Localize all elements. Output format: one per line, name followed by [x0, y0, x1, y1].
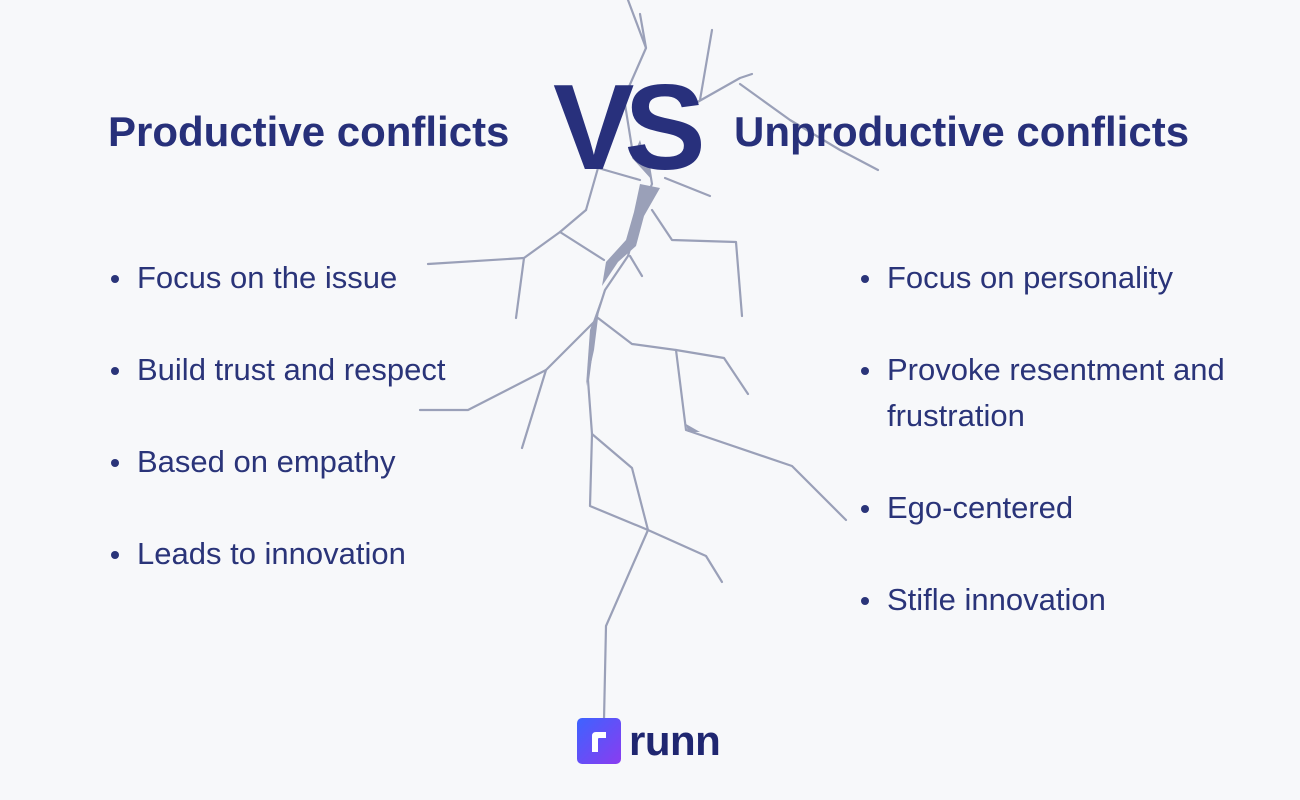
list-item: Based on empathy — [108, 439, 468, 485]
productive-conflicts-title: Productive conflicts — [108, 108, 510, 155]
list-item: Stifle innovation — [858, 577, 1248, 623]
vs-label: VS — [553, 59, 706, 195]
list-item: Leads to innovation — [108, 531, 468, 577]
list-item: Ego-centered — [858, 485, 1248, 531]
list-item: Focus on the issue — [108, 255, 468, 301]
runn-brand-logo: runn — [577, 717, 721, 764]
runn-logo-icon — [577, 718, 621, 764]
unproductive-conflicts-title: Unproductive conflicts — [734, 108, 1190, 155]
unproductive-conflicts-list: Focus on personality Provoke resentment … — [858, 255, 1248, 669]
brand-name: runn — [629, 717, 721, 764]
list-item: Build trust and respect — [108, 347, 468, 393]
list-item: Provoke resentment and frustration — [858, 347, 1248, 439]
runn-logo-glyph — [592, 732, 606, 752]
productive-conflicts-list: Focus on the issue Build trust and respe… — [108, 255, 468, 623]
list-item: Focus on personality — [858, 255, 1248, 301]
